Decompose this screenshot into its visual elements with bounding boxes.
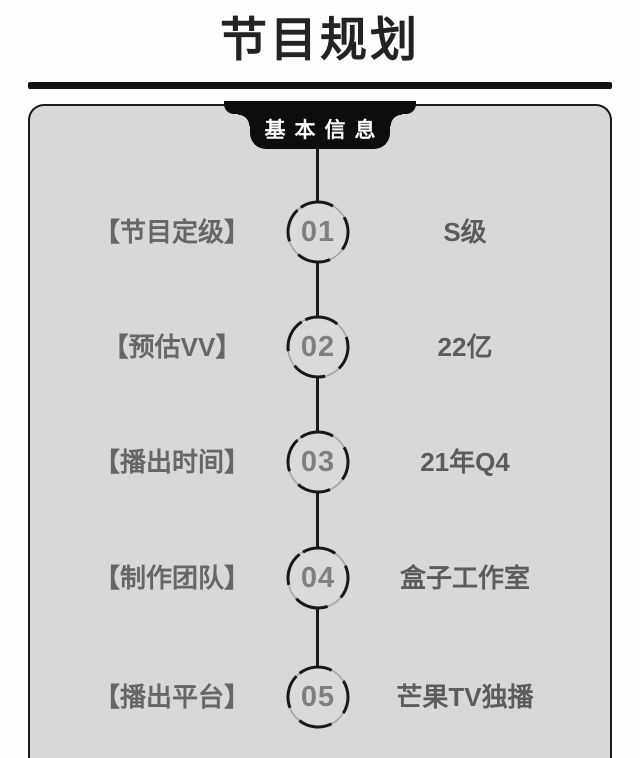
step-circle: 01 xyxy=(286,200,350,264)
step-circle-icon xyxy=(286,665,350,729)
row-value: 22亿 xyxy=(437,332,493,362)
step-number: 04 xyxy=(300,562,336,594)
tab-body: 基本信息 xyxy=(250,101,390,149)
step-circle-icon xyxy=(286,315,350,379)
step-circle: 05 xyxy=(286,665,350,729)
info-panel: 基本信息 【节目定级】 01 S级 【预估VV】 0 xyxy=(28,101,612,758)
step-circle: 03 xyxy=(286,430,350,494)
row-value: 盒子工作室 xyxy=(399,563,530,593)
timeline-row: 【制作团队】 04 盒子工作室 xyxy=(30,546,610,610)
timeline-row: 【播出平台】 05 芒果TV独播 xyxy=(30,665,610,729)
timeline-line xyxy=(316,146,319,697)
step-number: 03 xyxy=(300,446,336,478)
row-value: 芒果TV独播 xyxy=(396,682,534,712)
row-label: 【节目定级】 xyxy=(93,217,250,247)
row-value: 21年Q4 xyxy=(420,447,510,477)
timeline-row: 【节目定级】 01 S级 xyxy=(30,200,610,264)
row-label: 【制作团队】 xyxy=(93,563,250,593)
step-number: 02 xyxy=(300,331,336,363)
step-circle-icon xyxy=(286,546,350,610)
title-divider xyxy=(28,82,612,89)
timeline-row: 【预估VV】 02 22亿 xyxy=(30,315,610,379)
step-circle: 02 xyxy=(286,315,350,379)
row-label: 【播出时间】 xyxy=(93,447,250,477)
tab-fillet-right xyxy=(390,114,402,126)
row-label: 【播出平台】 xyxy=(93,682,250,712)
tab-basic-info: 基本信息 xyxy=(224,101,416,149)
step-circle-icon xyxy=(286,430,350,494)
row-label: 【预估VV】 xyxy=(102,332,242,362)
page-title: 节目规划 xyxy=(220,13,420,66)
step-circle-icon xyxy=(286,200,350,264)
step-circle: 04 xyxy=(286,546,350,610)
step-number: 05 xyxy=(300,681,336,713)
tab-label: 基本信息 xyxy=(264,119,385,142)
row-value: S级 xyxy=(443,217,487,247)
timeline-row: 【播出时间】 03 21年Q4 xyxy=(30,430,610,494)
tab-fillet-left xyxy=(238,114,250,126)
step-number: 01 xyxy=(300,216,336,248)
